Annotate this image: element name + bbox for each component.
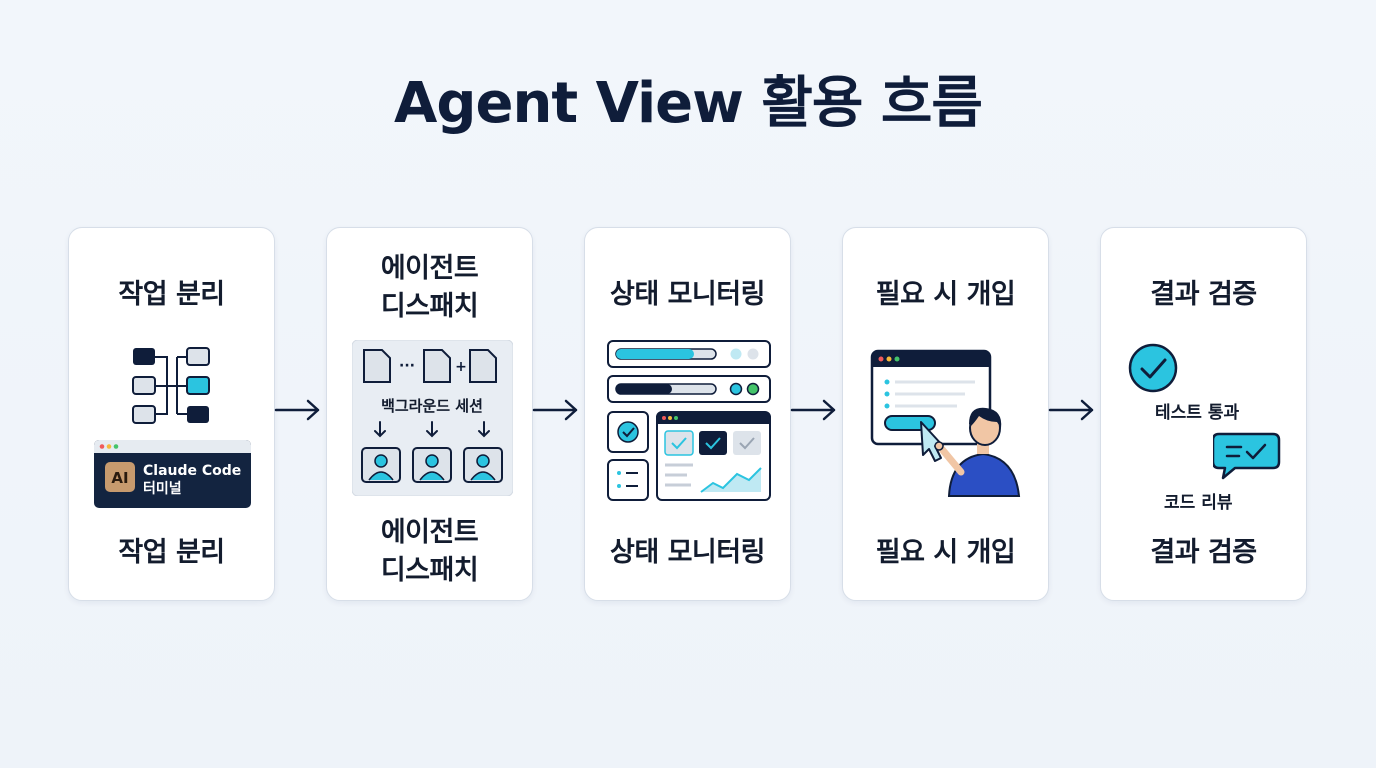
person-icon [934,407,1021,497]
chat-bubble-icon [1213,432,1281,480]
terminal-title: Claude Code [143,463,241,479]
step-card-verify: 결과 검증 테스트 통과 코드 리뷰 결과 검증 [1100,227,1307,601]
test-pass-label: 테스트 통과 [1155,403,1240,423]
claude-logo-icon [105,462,135,492]
step-title-bottom: 필요 시 개입 [875,537,1016,568]
intervention-illustration [870,349,1021,497]
step-title-bottom: 결과 검증 [1150,537,1257,568]
arrow-right-icon [1048,399,1094,421]
check-circle-icon [1128,343,1178,393]
progress-fill [616,349,694,359]
terminal-subtitle: 터미널 [143,481,182,497]
arrow-right-icon [790,399,836,421]
check-icon [622,427,635,438]
dispatch-sessions-panel: ··· + 백그라운드 세션 [352,340,513,496]
step-title-bottom: 상태 모니터링 [610,537,765,568]
step-title-top: 결과 검증 [1150,279,1257,310]
agent-avatar-icon [361,447,401,483]
code-review-label: 코드 리뷰 [1164,493,1233,513]
step-title-top: 에이전트 디스패치 [380,253,479,322]
step-card-split: 작업 분리 AI Claude Code 터미널 작업 분리 [68,227,275,601]
plus-text: + [455,359,467,375]
step-title-bottom: 작업 분리 [118,537,225,568]
monitoring-dashboard [607,340,771,501]
svg-text:AI: AI [111,469,128,487]
terminal-window: AI Claude Code 터미널 [94,440,251,508]
step-card-dispatch: 에이전트 디스패치 ··· + 백그라운드 세션 [326,227,533,601]
step-title-top: 상태 모니터링 [610,279,765,310]
arrow-right-icon [532,399,578,421]
step-title-top: 작업 분리 [118,279,225,310]
arrow-right-icon [274,399,320,421]
page-title: Agent View 활용 흐름 [394,71,983,136]
background-session-label: 백그라운드 세션 [381,397,483,415]
step-title-bottom: 에이전트 디스패치 [380,517,479,586]
step-card-intervene: 필요 시 개입 필요 시 개입 [842,227,1049,601]
step-card-monitoring: 상태 모니터링 상태 모니터링 [584,227,791,601]
step-title-top: 필요 시 개입 [875,279,1016,310]
ellipsis-text: ··· [399,358,415,374]
task-tree-icon [132,347,210,424]
